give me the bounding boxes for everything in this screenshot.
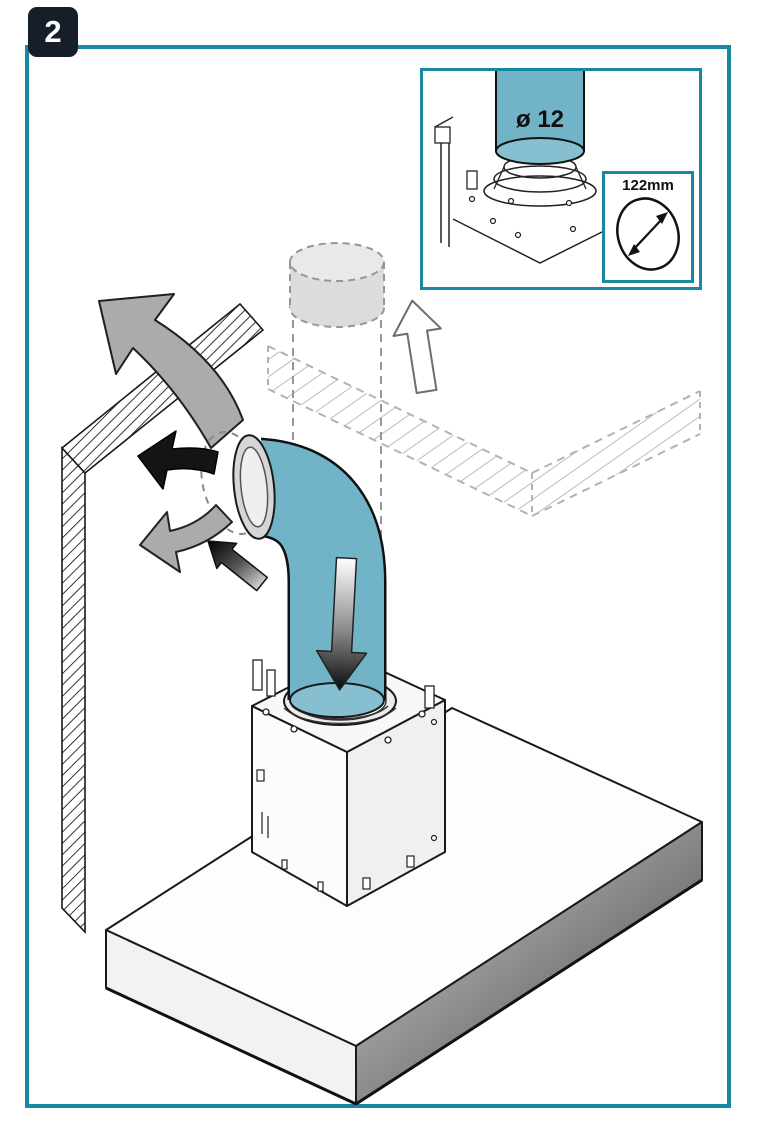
detail-inset: ø 12 122mm (420, 68, 702, 290)
push-arrow-icon (207, 540, 269, 592)
inset-illustration: ø 12 (434, 71, 629, 264)
duct-bottom-lip (289, 682, 385, 718)
airflow-up-arrow-icon (392, 299, 442, 395)
duct-ghost-guides (292, 320, 382, 560)
countertop (105, 707, 703, 1106)
wall-hatched (60, 302, 265, 934)
dimension-box: 122mm (602, 171, 694, 283)
duct-diameter-label: ø 12 (516, 106, 564, 133)
swivel-arrow-gray-icon (139, 504, 233, 573)
diameter-arrowhead-top-icon (656, 212, 668, 224)
diameter-arrowhead-bottom-icon (628, 244, 640, 256)
ceiling-dashed-outline (267, 345, 701, 517)
step-number: 2 (44, 14, 62, 49)
swivel-arrow-black-icon (137, 430, 219, 490)
diameter-illustration (616, 197, 680, 271)
dimension-label: 122mm (622, 177, 674, 194)
duct-flange (232, 434, 276, 540)
insert-down-arrow-icon (315, 556, 368, 691)
inset-duct: ø 12 (495, 71, 585, 165)
exhaust-direction-arrow-icon (98, 293, 244, 449)
diameter-arrow-icon (632, 217, 664, 251)
bracket-detail (434, 116, 478, 247)
duct-ghost-position (289, 242, 385, 328)
page-frame (25, 45, 731, 1108)
step-badge: 2 (28, 7, 78, 57)
